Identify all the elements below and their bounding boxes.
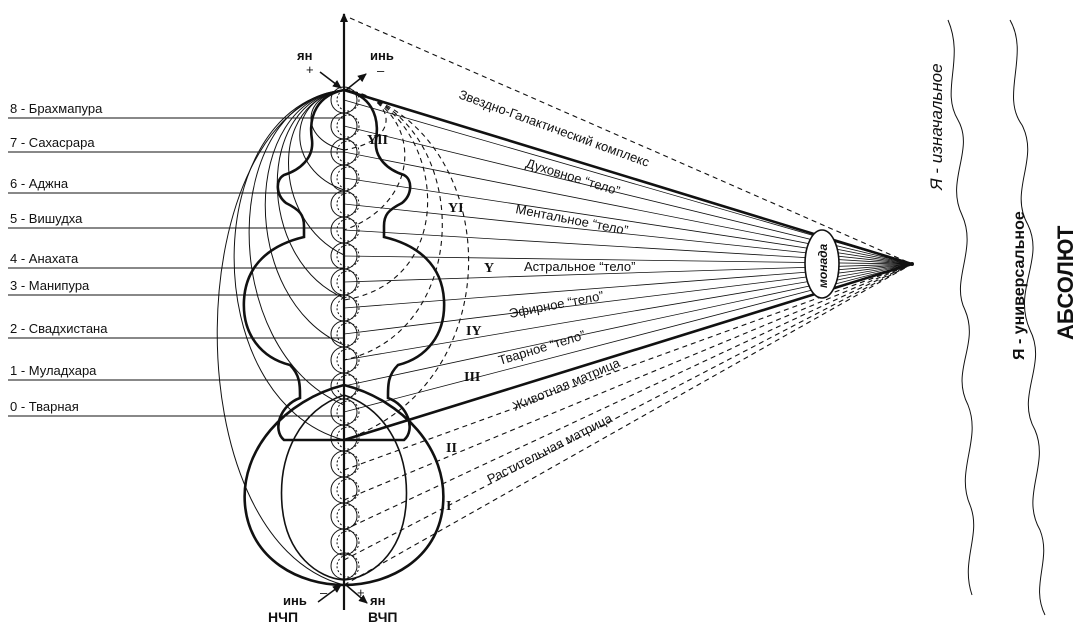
numeral-4: IY [466, 324, 482, 339]
rays-to-self [344, 100, 912, 585]
chakra-label: 1 - Муладхара [10, 363, 97, 378]
chakra-inner-circle [337, 349, 359, 371]
yan-top-label: ян [297, 48, 312, 63]
chakra-inner-circle [337, 193, 359, 215]
yin-top-label: инь [370, 48, 394, 63]
chakra-label: 5 - Вишудха [10, 211, 83, 226]
plus-top-label: + [306, 62, 314, 77]
chakra-label: 4 - Анахата [10, 251, 79, 266]
yan-top-arrow [320, 72, 341, 88]
wavy-line-left [948, 20, 974, 595]
chakra-inner-circle [337, 505, 359, 527]
minus-top-label: – [377, 63, 385, 78]
body-label-astral: Астральное “тело” [524, 259, 635, 274]
numeral-7: YII [367, 133, 388, 148]
yin-bottom-label: инь [283, 593, 307, 608]
numeral-6: YI [448, 201, 464, 216]
yan-bottom-label: ян [370, 593, 385, 608]
self-original-label: Я - изначальное [927, 63, 946, 191]
body-label-star-complex: Звездно-Галактический комплекс [457, 87, 652, 170]
absolute-label: АБСОЛЮТ [1053, 225, 1078, 340]
chakra-label: 2 - Свадхистана [10, 321, 108, 336]
monad-label: монада [816, 243, 830, 288]
chakra-label: 8 - Брахмапура [10, 101, 103, 116]
chakra-inner-circle [337, 531, 359, 553]
energy-arc-3 [249, 90, 344, 405]
dashed-shell-3 [344, 90, 469, 440]
chakra-inner-circle [337, 479, 359, 501]
vchp-label: ВЧП [368, 609, 397, 625]
ray-dashed-line [344, 264, 912, 530]
self-point [910, 262, 914, 266]
ray-dashed-line [344, 264, 912, 560]
numeral-3: III [464, 370, 480, 385]
self-universal-label: Я - универсальное [1011, 211, 1028, 360]
nchp-label: НЧП [268, 609, 298, 625]
chakra-label: 6 - Аджна [10, 176, 69, 191]
numeral-5: Y [484, 261, 494, 276]
minus-bottom-label: – [320, 585, 328, 600]
chakra-label: 0 - Тварная [10, 399, 79, 414]
numeral-2: II [446, 441, 457, 456]
chakra-inner-circle [337, 323, 359, 345]
chakra-label: 3 - Манипура [10, 278, 90, 293]
plus-bottom-label: + [357, 585, 365, 600]
body-label-etheric: Эфирное “тело” [508, 288, 605, 321]
chakra-inner-circle [337, 453, 359, 475]
energy-arc-2 [234, 90, 344, 440]
energy-arc-6 [289, 90, 345, 255]
body-label-spiritual: Духовное “тело” [524, 156, 622, 199]
body-label-mental: Ментальное “тело” [514, 201, 629, 238]
body-label-material: Тварное “тело” [496, 327, 587, 368]
chakra-label: 7 - Сахасрара [10, 135, 95, 150]
body-label-plant-matrix: Растительная матрица [485, 410, 616, 486]
dashed-shell-4 [344, 90, 442, 360]
numeral-1: I [446, 499, 451, 514]
chakra-inner-circle [337, 167, 359, 189]
chakra-inner-circle [337, 401, 359, 423]
star-complex-dashed-line [350, 18, 912, 264]
